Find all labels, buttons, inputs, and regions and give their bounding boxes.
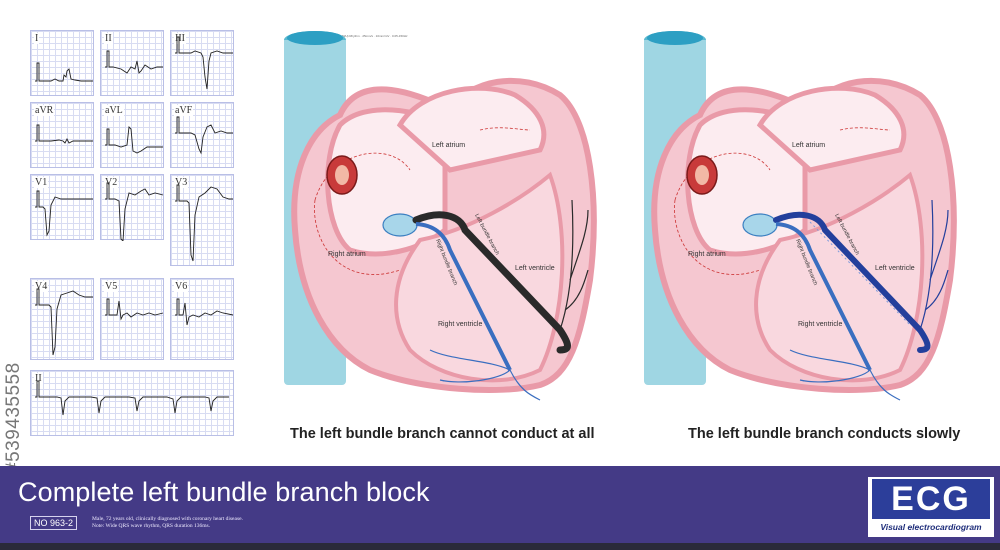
left-atrium-wall (756, 85, 907, 173)
ecg-lead-V6: V6 (170, 278, 234, 360)
case-desc-line-1: Male, 72 years old, clinically diagnosed… (92, 516, 243, 522)
right-bundle-branch (775, 222, 872, 371)
ecg-lead-aVF: aVF (170, 102, 234, 168)
label-right-atrium: Right atrium (688, 251, 726, 258)
left-ventricle-wall (394, 171, 565, 383)
banner-title: Complete left bundle branch block (18, 477, 430, 507)
ecg-trace (35, 62, 93, 82)
ecg-trace (35, 288, 93, 356)
ecg-lead-V1: V1 (30, 174, 94, 240)
ecg-trace (35, 190, 93, 237)
heart-illustration-right: Left atrium Right atrium Left ventricle … (644, 31, 957, 401)
ecg-header: DR 32-3 ECG(WH) Rhythm · 25mm/s · 10mm/m… (323, 34, 408, 38)
left-bundle-branch-blocked (412, 211, 571, 354)
ecg-logo: ECG Visual electrocardiogram (868, 477, 994, 537)
case-number-badge: NO 963-2 (30, 516, 78, 530)
av-node-icon (382, 213, 418, 237)
label-left-atrium: Left atrium (432, 142, 465, 149)
ecg-lead-I: I (30, 30, 94, 96)
label-left-ventricle: Left ventricle (515, 265, 555, 272)
label-right-ventricle: Right ventricle (438, 321, 482, 328)
logo-mark: ECG (872, 479, 990, 519)
ecg-trace (175, 36, 233, 90)
lead-label: II (104, 33, 113, 44)
right-bundle-branch (415, 222, 512, 371)
ecg-lead-V5: V5 (100, 278, 164, 360)
lead-label: aVL (104, 105, 124, 116)
label-right-atrium: Right atrium (328, 251, 366, 258)
heart-illustration-left: Left atrium Right atrium Left ventricle … (284, 31, 597, 401)
left-bundle-branch-slow (773, 211, 931, 353)
ecg-lead-V2: V2 (100, 174, 164, 241)
case-desc-line-2: Note: Wide QRS wave rhythm, QRS duration… (92, 523, 211, 529)
ecg-trace (105, 182, 164, 241)
ecg-trace (105, 50, 163, 74)
lead-label: V5 (104, 281, 119, 292)
av-node-icon (742, 213, 778, 237)
lead-label: V1 (34, 177, 49, 188)
lead-label: aVF (174, 105, 194, 116)
ecg-trace (35, 124, 93, 144)
left-ventricle-wall (754, 171, 925, 383)
label-right-ventricle: Right ventricle (798, 321, 842, 328)
label-left-ventricle: Left ventricle (875, 265, 915, 272)
ecg-lead-V3: V3 (170, 174, 234, 266)
ecg-lead-II: II (100, 30, 164, 96)
ecg-trace (175, 116, 233, 155)
lead-label: aVR (34, 105, 55, 116)
lead-label: V6 (174, 281, 189, 292)
left-atrium-wall (396, 85, 547, 173)
title-banner: Complete left bundle branch block NO 963… (0, 466, 1000, 543)
ecg-trace (105, 126, 163, 154)
bottom-strip (0, 543, 1000, 550)
lead-label: I (34, 33, 40, 44)
ecg-trace (175, 184, 233, 262)
caption-left: The left bundle branch cannot conduct at… (290, 426, 595, 442)
ecg-trace (35, 380, 229, 416)
stock-id-text: #539435558 (3, 362, 24, 473)
lead-label: II (34, 373, 43, 384)
ecg-trace (105, 298, 164, 321)
logo-subtitle: Visual electrocardiogram (880, 522, 982, 532)
ecg-lead-aVR: aVR (30, 102, 94, 168)
ecg-lead-II-rhythm: II (30, 370, 234, 436)
case-description: Male, 72 years old, clinically diagnosed… (92, 516, 243, 530)
label-left-atrium: Left atrium (792, 142, 825, 149)
logo-text: ECG (891, 480, 971, 518)
ecg-trace (175, 298, 234, 326)
caption-right: The left bundle branch conducts slowly (688, 426, 961, 442)
lead-label: III (174, 33, 186, 44)
lead-label: V4 (34, 281, 49, 292)
ecg-lead-III: III DR 32-3 ECG(WH) Rhythm · 25mm/s · 10… (170, 30, 408, 96)
lead-label: V2 (104, 177, 119, 188)
lead-label: V3 (174, 177, 189, 188)
stock-id: #539435558 (2, 300, 26, 480)
ecg-lead-V4: V4 (30, 278, 94, 360)
ecg-lead-aVL: aVL (100, 102, 164, 168)
